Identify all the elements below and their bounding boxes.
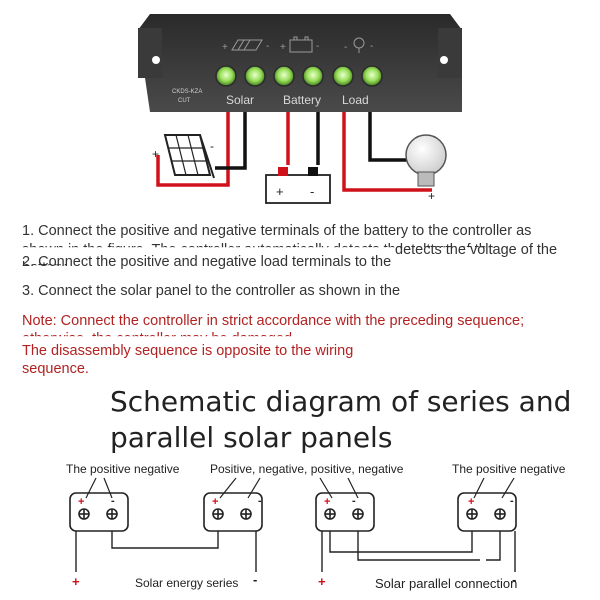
light-bulb-icon	[405, 134, 447, 187]
battery-minus-sign: -	[310, 184, 314, 199]
svg-text:-: -	[111, 495, 115, 507]
wires	[156, 112, 432, 192]
bulb-icon: - -	[344, 37, 373, 53]
solar-panel-icon: + -	[222, 39, 269, 53]
caption-series: Solar energy series	[135, 576, 239, 590]
svg-text:+: +	[222, 42, 228, 53]
disassembly-text-line-2: sequence.	[22, 361, 89, 377]
box-polarity-marks: + - + - + - + -	[78, 495, 514, 508]
instruction-step-3: 3. Connect the solar panel to the contro…	[22, 283, 401, 299]
svg-text:+: +	[78, 496, 84, 508]
pointer-arrows	[85, 477, 515, 499]
terminal-label-battery: Battery	[283, 93, 321, 107]
label-middle-panels: Positive, negative, positive, negative	[210, 462, 404, 476]
svg-text:-: -	[316, 41, 319, 52]
panel-plus-sign: +	[152, 147, 159, 161]
instruction-step-1: 1. Connect the positive and negative ter…	[22, 223, 532, 239]
right-mount-hole-icon	[440, 56, 448, 64]
solar-panel-icon-large	[163, 134, 215, 179]
svg-text:-: -	[258, 495, 262, 507]
terminal-label-solar: Solar	[226, 93, 254, 107]
instruction-step-1-line-3: battery.	[22, 260, 70, 276]
series-wiring	[75, 531, 257, 572]
svg-text:-: -	[510, 495, 514, 507]
svg-text:+: +	[468, 496, 474, 508]
series-parallel-schematic: + - + - + - + -	[69, 477, 517, 572]
schematic-title-line-2: parallel solar panels	[110, 421, 393, 454]
instruction-step-1-overlapped: shown in the figure. The controller auto…	[22, 242, 495, 258]
junction-box-1	[69, 492, 129, 532]
label-right-panel: The positive negative	[452, 462, 566, 476]
svg-text:+: +	[212, 496, 218, 508]
charge-controller: + - + - - - CKDS-KZA CUT Solar Battery L	[138, 14, 462, 112]
label-left-panel: The positive negative	[66, 462, 180, 476]
junction-box-3	[315, 492, 375, 532]
svg-text:+: +	[280, 42, 286, 53]
instruction-step-2: 2. Connect the positive and negative loa…	[22, 254, 392, 270]
terminal-label-load: Load	[342, 93, 369, 107]
schematic-title-line-1: Schematic diagram of series and	[110, 385, 572, 418]
parallel-plus-sign: +	[318, 574, 326, 589]
junction-box-4	[457, 492, 517, 532]
terminal-symbols	[78, 508, 506, 520]
svg-text:-: -	[266, 41, 269, 52]
controller-wiring-illustration: + - + - - - CKDS-KZA CUT Solar Battery L	[138, 14, 462, 204]
bulb-plus-sign: +	[428, 189, 435, 203]
svg-text:-: -	[344, 42, 347, 53]
controller-sub-text: CUT	[178, 98, 191, 104]
note-text-overlapped: otherwise, the controller may be damaged…	[22, 331, 297, 347]
disassembly-text-line-1: The disassembly sequence is opposite to …	[22, 343, 354, 359]
svg-text:-: -	[352, 495, 356, 507]
note-text: Note: Connect the controller in strict a…	[22, 313, 525, 329]
svg-text:+: +	[324, 496, 330, 508]
instruction-step-1-tail: detects the voltage of the	[395, 242, 558, 258]
terminal-screws	[215, 65, 383, 87]
junction-box-2	[203, 492, 263, 532]
battery-plus-sign: +	[276, 184, 284, 199]
caption-parallel: Solar parallel connection	[375, 576, 518, 591]
series-plus-sign: +	[72, 574, 80, 589]
svg-text:-: -	[370, 41, 373, 52]
panel-minus-sign: -	[210, 139, 214, 153]
battery-icon-large	[265, 167, 331, 204]
parallel-minus-sign: -	[512, 572, 517, 587]
series-minus-sign: -	[253, 572, 258, 587]
left-mount-hole-icon	[152, 56, 160, 64]
controller-model-text: CKDS-KZA	[172, 89, 202, 95]
parallel-wiring	[321, 531, 516, 572]
battery-icon: + -	[280, 36, 319, 53]
